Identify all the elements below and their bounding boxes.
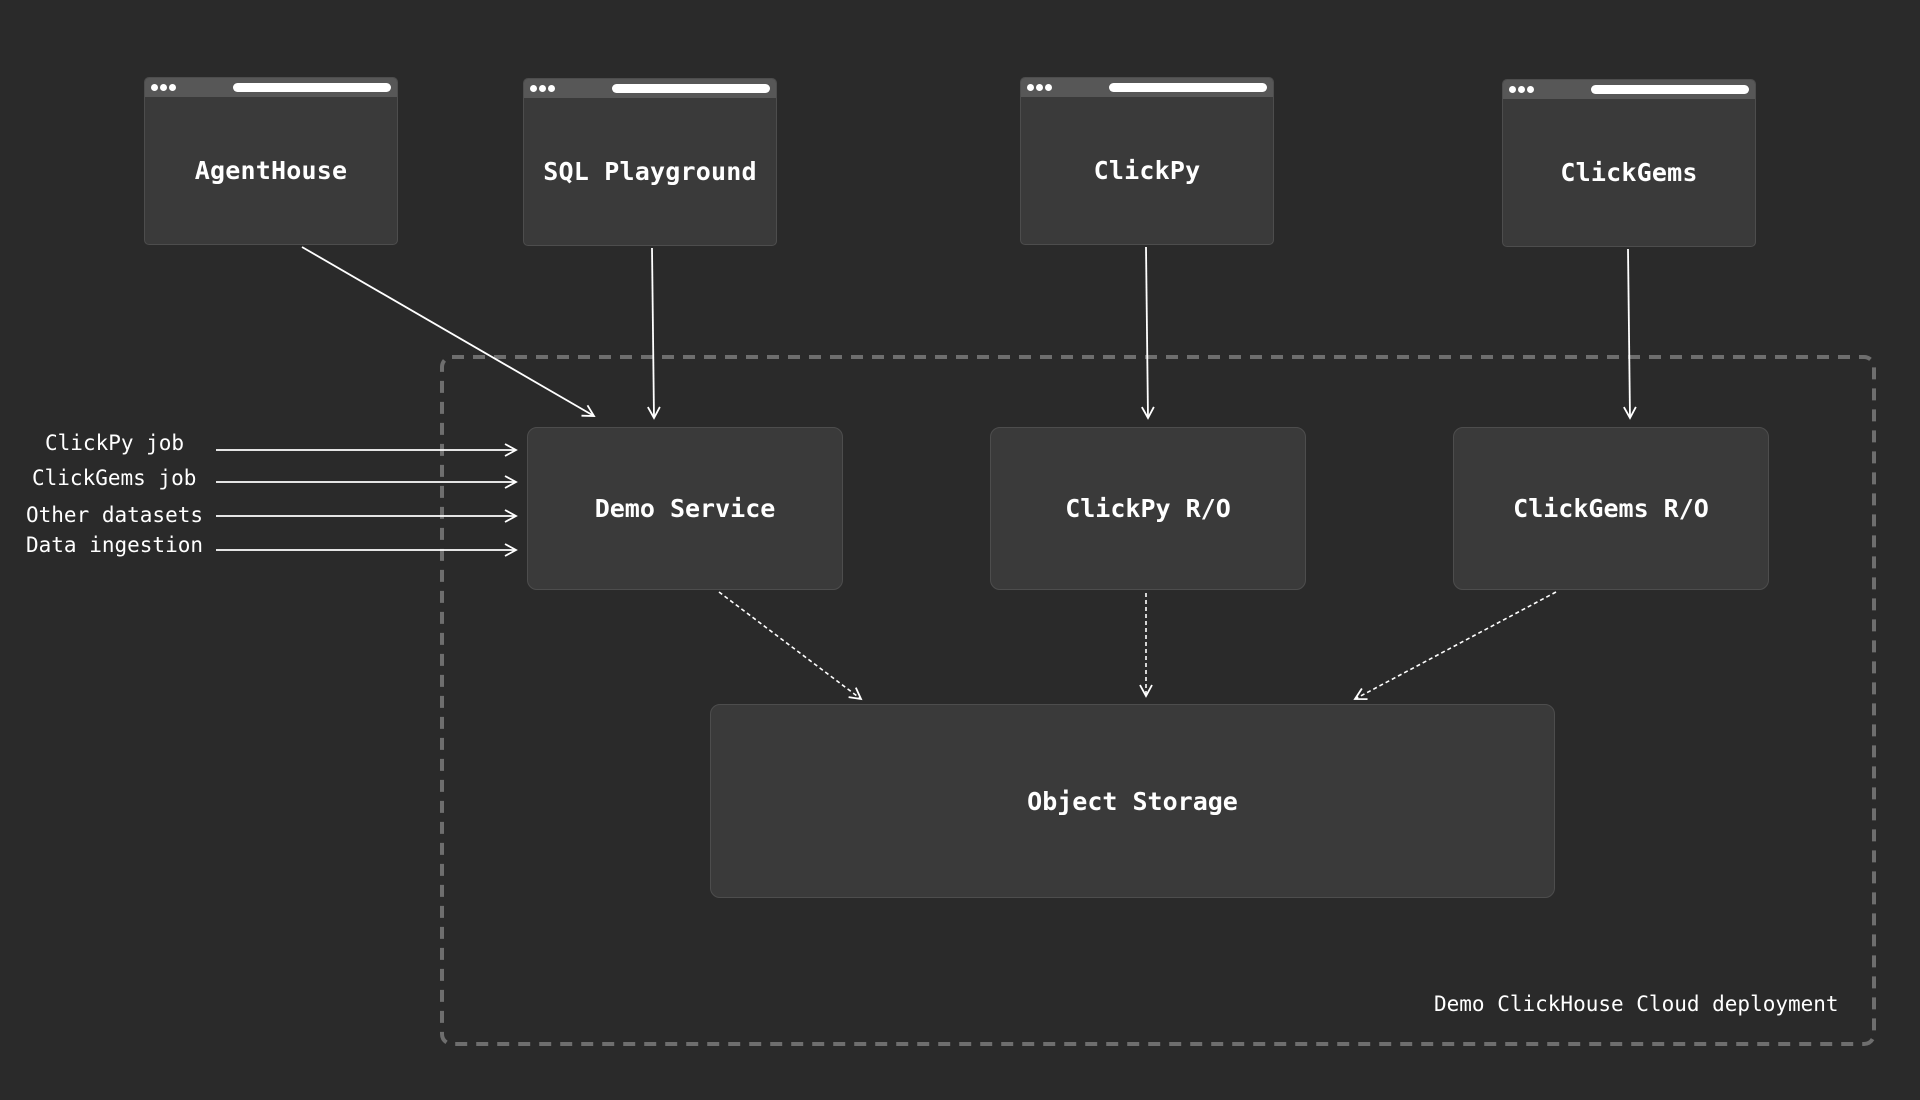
arrow-clickgems-ro-to-storage xyxy=(1353,591,1557,701)
window-controls-icon xyxy=(530,85,555,92)
arrow-clickgems-to-clickgems-ro xyxy=(1623,248,1637,420)
arrow-demo-service-to-storage xyxy=(718,591,863,701)
address-bar xyxy=(233,83,391,92)
object-storage: Object Storage xyxy=(710,704,1555,898)
window-titlebar xyxy=(524,79,776,98)
client-window-clickpy: ClickPy xyxy=(1020,77,1274,245)
client-window-clickgems: ClickGems xyxy=(1502,79,1756,247)
window-controls-icon xyxy=(1509,86,1534,93)
input-label-clickpy-job: ClickPy job xyxy=(45,431,185,455)
window-controls-icon xyxy=(1027,84,1052,91)
input-label-other-datasets: Other datasets xyxy=(26,503,204,527)
deployment-caption: Demo ClickHouse Cloud deployment xyxy=(1434,992,1839,1016)
window-titlebar xyxy=(1021,78,1273,97)
service-clickpy-ro: ClickPy R/O xyxy=(990,427,1306,590)
service-demo-service: Demo Service xyxy=(527,427,843,590)
arrow-clickpy-to-clickpy-ro xyxy=(1141,246,1155,420)
arrow-sql-playground-to-demo-service xyxy=(647,247,661,420)
address-bar xyxy=(1591,85,1749,94)
address-bar xyxy=(1109,83,1267,92)
client-label: ClickGems xyxy=(1560,158,1698,187)
client-window-agenthouse: AgentHouse xyxy=(144,77,398,245)
window-controls-icon xyxy=(151,84,176,91)
input-label-clickgems-job: ClickGems job xyxy=(32,466,197,490)
client-label: ClickPy xyxy=(1093,156,1201,185)
input-label-data-ingestion: Data ingestion xyxy=(26,533,204,557)
arrow-agenthouse-to-demo-service xyxy=(301,246,596,417)
window-titlebar xyxy=(1503,80,1755,99)
client-window-sql-playground: SQL Playground xyxy=(523,78,777,246)
window-titlebar xyxy=(145,78,397,97)
client-label: SQL Playground xyxy=(543,157,757,186)
service-clickgems-ro: ClickGems R/O xyxy=(1453,427,1769,590)
client-label: AgentHouse xyxy=(194,156,348,185)
address-bar xyxy=(612,84,770,93)
deployment-boundary xyxy=(440,355,1876,1046)
